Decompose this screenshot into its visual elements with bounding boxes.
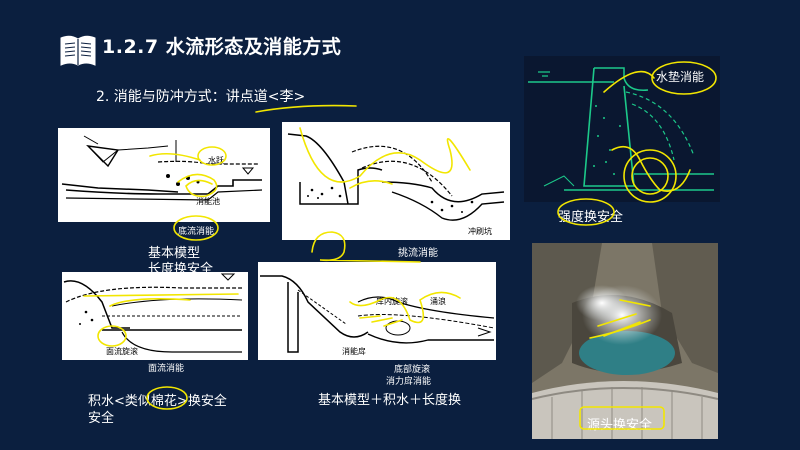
label-bucket-roller: 库内旋滚: [376, 297, 408, 306]
caption-underflow: 底流消能: [178, 227, 215, 237]
note-water-cotton: 棉花: [150, 394, 177, 409]
note-water-line2: 安全: [88, 411, 115, 426]
note-source: 源头换安全: [587, 418, 653, 433]
caption-roller-bucket: 消力戽消能: [386, 377, 432, 387]
label-bottom-roller: 底部旋滚: [394, 365, 431, 375]
note-water-suffix: >换安全: [176, 394, 227, 409]
label-hydraulic-jump: 水跃: [208, 156, 224, 165]
note-strength: 强度换安全: [558, 210, 624, 225]
label-stilling-pool: 消能池: [196, 197, 220, 206]
note-water-prefix: 积水<类似: [88, 394, 151, 409]
surface-flow-drawing: [63, 273, 243, 353]
label-scour-pit: 冲刷坑: [468, 227, 492, 236]
book-icon: [60, 35, 96, 66]
note-basic-model: 基本模型: [148, 246, 201, 261]
underflow-drawing: [61, 135, 263, 201]
diagram-surface-flow: 面流旋滚: [62, 272, 248, 360]
label-water-cushion: 水垫消能: [656, 70, 705, 84]
ski-jump-drawing: [287, 133, 505, 221]
slide-title: 1.2.7 水流形态及消能方式: [102, 36, 342, 58]
annotation-underline-subtitle: [255, 104, 357, 113]
label-surface-roller: 面流旋滚: [106, 347, 138, 356]
diagram-ski-jump: 冲刷坑: [282, 122, 510, 240]
note-length-safety: 长度换安全: [148, 262, 214, 277]
roller-bucket-drawing: [260, 275, 495, 353]
caption-ski-jump: 挑流消能: [398, 248, 438, 259]
label-surge: 涌浪: [430, 297, 446, 306]
dam-photo-image: [532, 243, 718, 439]
diagram-roller-bucket: 库内旋滚 涌浪 消能戽: [258, 262, 496, 360]
diagram-underflow: 水跃 消能池: [58, 128, 270, 222]
caption-surface-flow: 面流消能: [148, 364, 185, 374]
subtitle: 2. 消能与防冲方式：讲点道<李>: [96, 89, 306, 105]
note-combined: 基本模型＋积水＋长度换: [318, 393, 462, 408]
label-bucket-sill: 消能戽: [342, 347, 366, 356]
dam-photo: [532, 243, 718, 439]
